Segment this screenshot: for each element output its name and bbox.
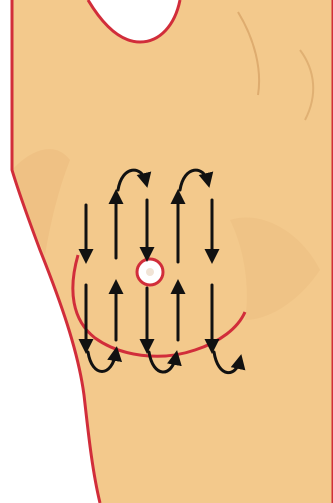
nipple-icon — [137, 259, 163, 285]
